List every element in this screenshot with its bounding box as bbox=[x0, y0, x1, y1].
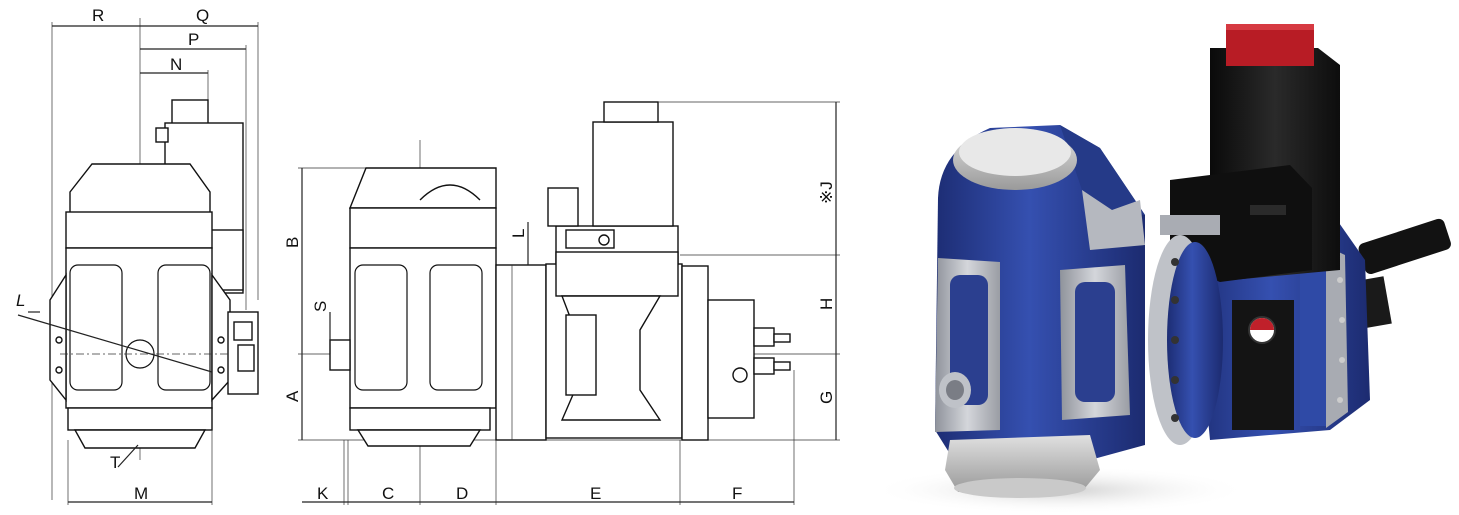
dim-L-front: L bbox=[16, 291, 25, 310]
dim-N: N bbox=[170, 55, 182, 74]
front-view: R Q P N L T M bbox=[16, 6, 259, 505]
dim-F: F bbox=[732, 484, 742, 503]
dim-H: H bbox=[817, 298, 836, 310]
side-view: B A S L ※J H G K C D E F bbox=[283, 101, 840, 505]
dim-R: R bbox=[92, 6, 104, 25]
dim-S: S bbox=[311, 301, 330, 312]
dim-C: C bbox=[382, 484, 394, 503]
dim-K: K bbox=[317, 484, 329, 503]
dim-A: A bbox=[283, 390, 302, 402]
dim-G: G bbox=[817, 391, 836, 404]
dim-L-side: L bbox=[509, 229, 528, 238]
dim-E: E bbox=[590, 484, 601, 503]
product-render bbox=[870, 24, 1451, 514]
dim-J: ※J bbox=[817, 181, 836, 204]
dim-M: M bbox=[134, 484, 148, 503]
dim-Q: Q bbox=[196, 6, 209, 25]
dim-B: B bbox=[283, 237, 302, 248]
dim-P: P bbox=[188, 30, 199, 49]
dim-D: D bbox=[456, 484, 468, 503]
dim-T: T bbox=[110, 453, 120, 472]
